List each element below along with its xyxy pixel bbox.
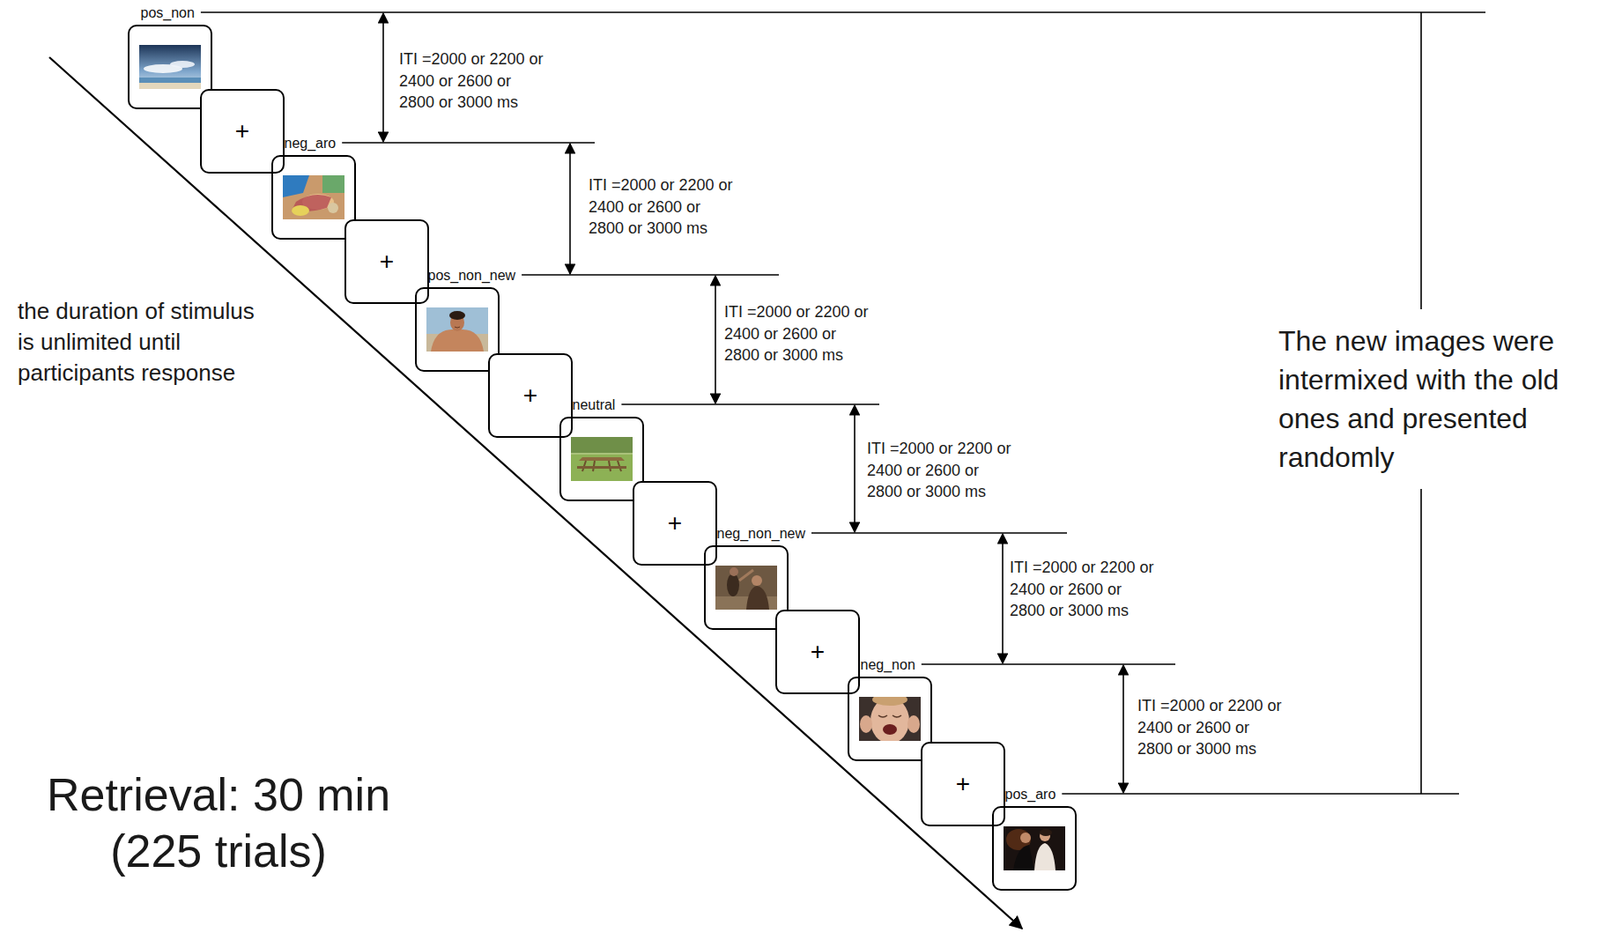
interval-arrow: [382, 13, 385, 142]
label-wrapper: the duration of stimulus is unlimited un…: [17, 296, 266, 389]
onset-line: [621, 403, 880, 406]
fixation-cross: +: [667, 511, 682, 536]
label-layer: ITI =2000 or 2200 or 2400 or 2600 or 280…: [0, 5, 1600, 940]
condition-label: pos_aro: [1005, 785, 1057, 803]
condition-label: pos_non_new: [428, 266, 517, 284]
label-wrapper: ITI =2000 or 2200 or 2400 or 2600 or 280…: [866, 437, 1017, 504]
photo-detail: [878, 715, 902, 718]
phase-title: Retrieval: 30 min (225 trials): [23, 766, 414, 880]
interval-note: ITI =2000 or 2200 or 2400 or 2600 or 280…: [866, 437, 1017, 504]
photo-detail: [872, 696, 908, 706]
condition-label: neg_non_new: [717, 525, 807, 542]
interval-note: ITI =2000 or 2200 or 2400 or 2600 or 280…: [1137, 695, 1288, 761]
photo-detail: [454, 326, 460, 328]
condition-label: neg_non: [860, 656, 916, 674]
interval-arrow: [853, 405, 856, 533]
fixation-cross: +: [955, 771, 971, 797]
photo-detail: [715, 565, 778, 610]
stimulus-note: the duration of stimulus is unlimited un…: [17, 296, 266, 389]
photo-sky: [139, 44, 201, 89]
photo-detail: [907, 715, 920, 734]
onset-line: [341, 141, 595, 144]
photo-surgery: [282, 175, 345, 220]
bracket-line: [1420, 12, 1423, 310]
image-frame: pos_non_new: [414, 287, 500, 372]
fixation-cross: +: [810, 639, 825, 665]
photo-detail: [746, 585, 770, 610]
interval-arrow: [714, 275, 717, 404]
photo-detail: [729, 567, 739, 577]
label-wrapper: ITI =2000 or 2200 or 2400 or 2600 or 280…: [588, 174, 739, 240]
image-frame: neg_non: [847, 676, 933, 762]
photo-detail: [882, 724, 897, 735]
photo-detail: [1039, 829, 1052, 837]
condition-label: neutral: [572, 396, 616, 414]
label-wrapper: Retrieval: 30 min (225 trials): [23, 766, 414, 880]
fixation-cross: +: [523, 383, 538, 408]
interval-note: ITI =2000 or 2200 or 2400 or 2600 or 280…: [724, 301, 875, 367]
photo-detail: [139, 44, 201, 89]
interval-arrow: [1001, 533, 1004, 664]
interval-note: ITI =2000 or 2200 or 2400 or 2600 or 280…: [588, 174, 739, 240]
onset-line: [921, 663, 1176, 666]
photo-detail: [1020, 832, 1031, 844]
label-wrapper: ITI =2000 or 2200 or 2400 or 2600 or 280…: [399, 48, 549, 114]
fixation-box: +: [775, 609, 860, 695]
photo-fight: [715, 565, 778, 610]
onset-line: [521, 274, 779, 276]
photo-detail: [570, 454, 633, 482]
photo-detail: [322, 175, 345, 193]
photo-detail: [139, 82, 201, 89]
interval-note: ITI =2000 or 2200 or 2400 or 2600 or 280…: [1009, 556, 1160, 623]
condition-label: neg_aro: [284, 134, 337, 152]
photo-detail: [577, 466, 627, 469]
onset-line: [1061, 792, 1460, 795]
photo-detail: [859, 715, 873, 734]
photo-crying-child: [859, 696, 921, 741]
photo-detail: [1003, 826, 1066, 871]
interval-arrow: [569, 143, 571, 275]
fixation-cross: +: [379, 249, 394, 275]
label-wrapper: ITI =2000 or 2200 or 2400 or 2600 or 280…: [1009, 556, 1160, 623]
interval-arrow: [1122, 665, 1125, 793]
photo-detail: [578, 457, 625, 461]
photo-detail: [1034, 843, 1056, 871]
photo-detail: [139, 77, 201, 83]
photo-detail: [282, 175, 310, 198]
image-frame: neg_aro: [271, 155, 356, 240]
photo-man: [426, 307, 489, 352]
onset-line: [811, 532, 1067, 534]
photo-picnic-table: [570, 437, 633, 482]
stage: pos_non + neg_aro + pos_non_new + neutral + neg_…: [0, 5, 1600, 940]
photo-detail: [282, 175, 345, 220]
interval-note: ITI =2000 or 2200 or 2400 or 2600 or 280…: [399, 48, 549, 114]
photo-detail: [170, 60, 195, 68]
photo-detail: [739, 570, 754, 581]
label-wrapper: ITI =2000 or 2200 or 2400 or 2600 or 280…: [724, 301, 875, 367]
photo-detail: [726, 573, 740, 597]
fixation-cross: +: [235, 118, 250, 144]
image-frame: pos_aro: [992, 806, 1077, 891]
photo-detail: [570, 437, 633, 453]
photo-couple: [1003, 826, 1066, 871]
photo-detail: [570, 437, 633, 482]
photo-detail: [327, 202, 339, 214]
photo-detail: [751, 575, 763, 586]
photo-detail: [1013, 844, 1035, 871]
condition-label: pos_non: [140, 4, 195, 22]
onset-line: [200, 11, 1486, 14]
bracket-line: [1420, 488, 1423, 794]
photo-detail: [291, 205, 310, 216]
photo-detail: [430, 329, 484, 352]
randomization-note: The new images were intermixed with the …: [1278, 321, 1578, 477]
photo-detail: [426, 307, 489, 352]
label-wrapper: ITI =2000 or 2200 or 2400 or 2600 or 280…: [1137, 695, 1288, 761]
label-wrapper: The new images were intermixed with the …: [1278, 321, 1578, 477]
image-frame: neutral: [559, 416, 645, 502]
photo-detail: [449, 311, 466, 320]
